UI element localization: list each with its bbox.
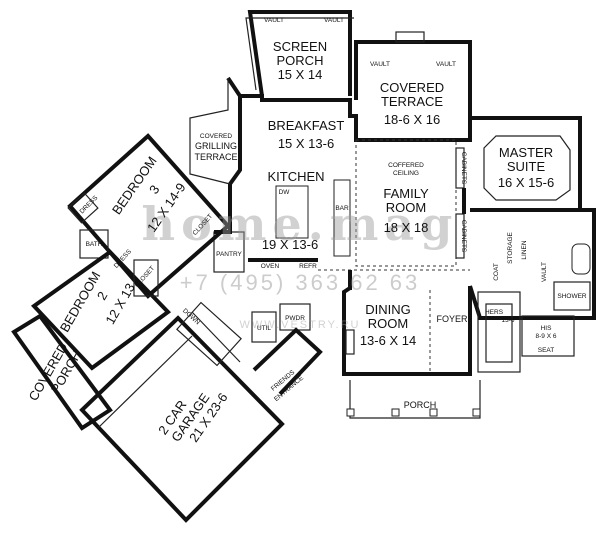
breakfast-size: 15 X 13-6 xyxy=(278,136,334,151)
master-bath-outline xyxy=(468,208,596,320)
tub xyxy=(571,243,591,275)
dining-size: 13-6 X 14 xyxy=(360,333,416,348)
covered-terrace-size: 18-6 X 16 xyxy=(384,112,440,127)
vault-label-terrace-left: VAULT xyxy=(370,61,390,68)
vault-label-terrace-right: VAULT xyxy=(436,61,456,68)
foyer-name: FOYER xyxy=(436,314,468,324)
kitchen-bar xyxy=(333,179,351,257)
his-size: 8-9 X 6 xyxy=(536,333,557,340)
master-suite-size: 16 X 15-6 xyxy=(498,175,554,190)
kitchen-name: KITCHEN xyxy=(267,169,324,184)
bedroom2-name-2: 2 xyxy=(94,289,111,303)
coffered-ceiling-2: CEILING xyxy=(393,170,419,177)
family-room-name-2: ROOM xyxy=(386,200,426,215)
porch-name: PORCH xyxy=(404,400,437,410)
grilling-terrace-name-1: COVERED xyxy=(200,133,232,140)
porch-outline xyxy=(349,380,481,419)
util-label: UTIL xyxy=(257,325,271,332)
vault-label-screen-right: VAULT xyxy=(324,17,344,24)
master-suite-outline xyxy=(470,116,582,212)
garage-outline xyxy=(79,315,285,523)
seat-label: SEAT xyxy=(538,347,555,354)
coffered-ceiling xyxy=(355,139,457,267)
dining-outline xyxy=(342,286,472,376)
cabinets-label-bottom: CABINETS xyxy=(460,220,467,253)
master-suite-name-1: MASTER xyxy=(499,145,553,160)
oven-label: OVEN xyxy=(261,263,280,270)
refr-label: REFR xyxy=(299,263,317,270)
hers-closet xyxy=(477,291,521,373)
grilling-terrace-outline xyxy=(189,78,231,185)
bedroom2-size: 12 X 13 xyxy=(102,281,137,327)
dining-buffet xyxy=(345,329,355,355)
breakfast-name: BREAKFAST xyxy=(268,118,345,133)
screen-porch-outline xyxy=(247,10,352,97)
dining-name-1: DINING xyxy=(365,302,411,317)
screen-porch-name-2: PORCH xyxy=(277,53,324,68)
family-room-name-1: FAMILY xyxy=(383,186,429,201)
bedroom2-closet xyxy=(133,259,159,297)
his-closet xyxy=(521,315,575,357)
friends-entrance-wall xyxy=(252,327,323,396)
util-room xyxy=(251,311,277,343)
bath-vault-label: VAULT xyxy=(541,262,548,282)
watermark-brand: home.mag xyxy=(142,197,459,251)
watermark-phone: +7 (495) 363 62 63 xyxy=(180,270,421,295)
hers-size: 13-6 xyxy=(501,317,514,324)
cabinets-right xyxy=(455,213,465,259)
covered-porch-outline xyxy=(11,313,113,431)
tray-ceiling xyxy=(483,135,571,201)
cabinets-label-top: CABINETS xyxy=(460,152,467,185)
his-name: HIS xyxy=(541,325,553,332)
bedroom2-outline xyxy=(30,249,172,371)
covered-terrace-name-1: COVERED xyxy=(380,80,444,95)
screen-porch-size: 15 X 14 xyxy=(278,67,323,82)
grilling-terrace-name-2: GRILLING xyxy=(195,141,237,151)
family-room-size: 18 X 18 xyxy=(384,220,429,235)
bedroom3-bath-label: BATH xyxy=(86,241,103,248)
coffered-ceiling-1: COFFERED xyxy=(388,162,424,169)
terrace-step xyxy=(395,31,425,43)
stairs xyxy=(176,301,242,367)
master-suite-name-2: SUITE xyxy=(507,159,546,174)
pantry-label: PANTRY xyxy=(216,251,242,258)
kitchen-island xyxy=(275,185,309,239)
hers-name: HERS xyxy=(485,309,504,316)
pwdr-label: PWDR xyxy=(285,315,305,322)
kitchen-size: 19 X 13-6 xyxy=(262,237,318,252)
kitchen-bar-label: BAR xyxy=(335,205,349,212)
watermark-site: WWW.VESTRY.RU xyxy=(240,319,361,331)
cabinets-left xyxy=(455,147,465,189)
hers-closet-inner xyxy=(485,303,513,363)
bedroom2-name-1: BEDROOM xyxy=(57,269,104,335)
bedroom3-bath xyxy=(79,229,109,259)
shower-label: SHOWER xyxy=(557,293,587,300)
covered-terrace-name-2: TERRACE xyxy=(381,94,443,109)
coat-label: COAT xyxy=(493,263,500,281)
bedroom3-dress xyxy=(67,192,99,224)
grilling-terrace-name-3: TERRACE xyxy=(194,152,237,162)
dining-name-2: ROOM xyxy=(368,316,408,331)
storage-label: STORAGE xyxy=(507,232,514,264)
linen-label: LINEN xyxy=(521,240,528,259)
porch-columns xyxy=(346,408,481,417)
shower-stall xyxy=(553,281,591,311)
kitchen-dw: DW xyxy=(279,189,291,196)
garage-door-line xyxy=(97,335,193,429)
vault-label-screen-left: VAULT xyxy=(264,17,284,24)
screen-porch-inner xyxy=(245,17,354,91)
bedroom3-number: 3 xyxy=(146,182,162,197)
screen-porch-name-1: SCREEN xyxy=(273,39,327,54)
